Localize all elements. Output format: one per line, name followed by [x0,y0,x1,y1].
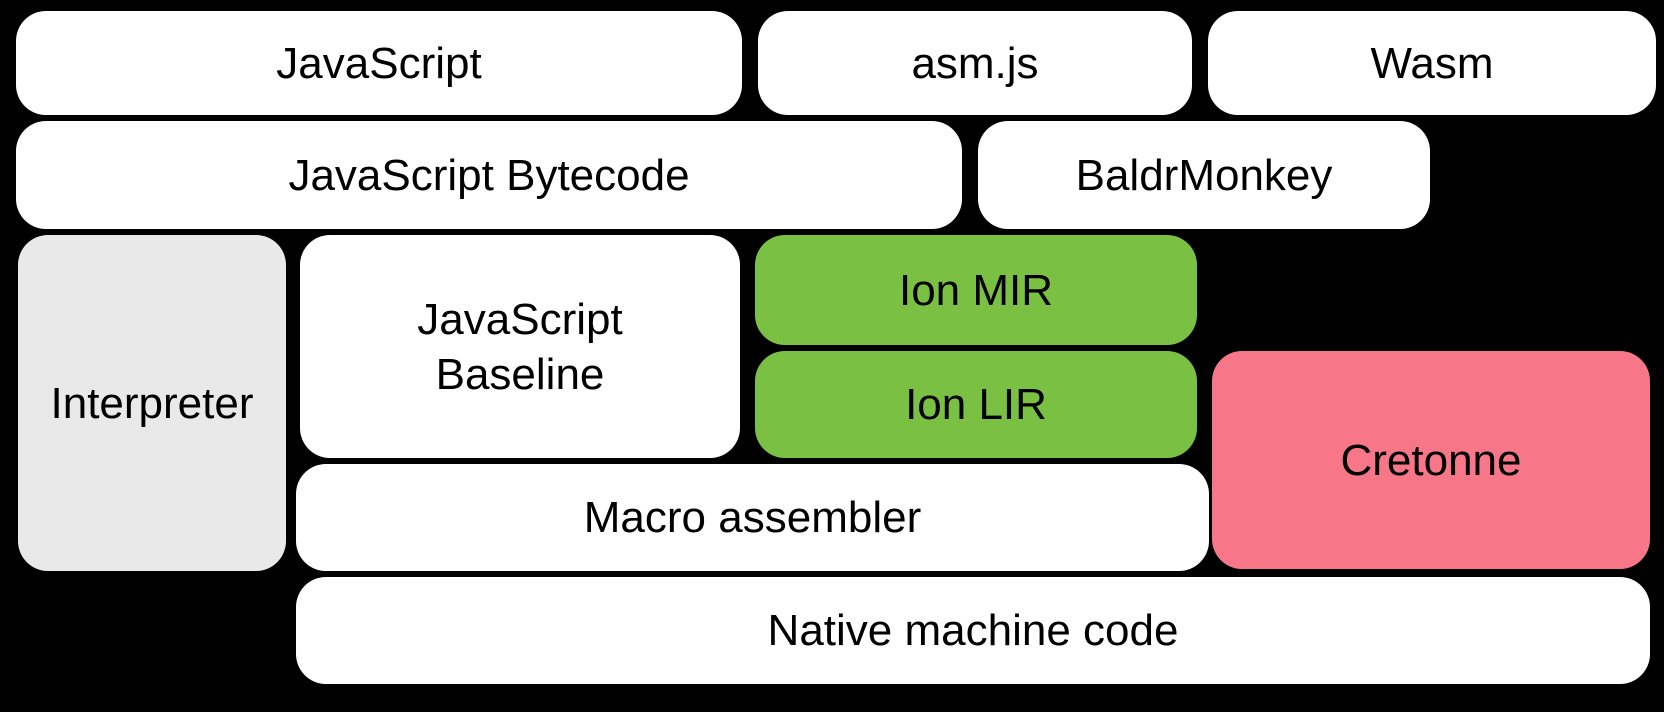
box-macro-assembler: Macro assembler [296,464,1209,571]
box-wasm-label: Wasm [1370,38,1494,88]
box-javascript-bytecode-label: JavaScript Bytecode [288,150,690,200]
box-interpreter: Interpreter [18,235,286,571]
box-ion-lir-label: Ion LIR [905,380,1047,429]
box-interpreter-label: Interpreter [50,378,254,428]
box-asmjs: asm.js [758,11,1192,115]
box-ion-mir-label: Ion MIR [898,265,1054,315]
box-cretonne-label: Cretonne [1340,435,1522,485]
box-javascript-baseline: JavaScript Baseline [300,235,740,458]
box-ion-lir: Ion LIR [755,351,1197,458]
box-wasm: Wasm [1208,11,1656,115]
box-baldrmonkey-label: BaldrMonkey [1075,150,1333,200]
box-javascript-baseline-label: JavaScript Baseline [417,294,623,399]
box-javascript: JavaScript [16,11,742,115]
box-baldrmonkey: BaldrMonkey [978,121,1430,229]
box-native-machine-code: Native machine code [296,577,1650,684]
box-cretonne: Cretonne [1212,351,1650,569]
box-asmjs-label: asm.js [911,38,1039,88]
box-ion-mir: Ion MIR [755,235,1197,345]
box-javascript-label: JavaScript [276,38,482,88]
box-native-machine-code-label: Native machine code [767,606,1179,655]
box-javascript-bytecode: JavaScript Bytecode [16,121,962,229]
box-macro-assembler-label: Macro assembler [583,493,922,542]
